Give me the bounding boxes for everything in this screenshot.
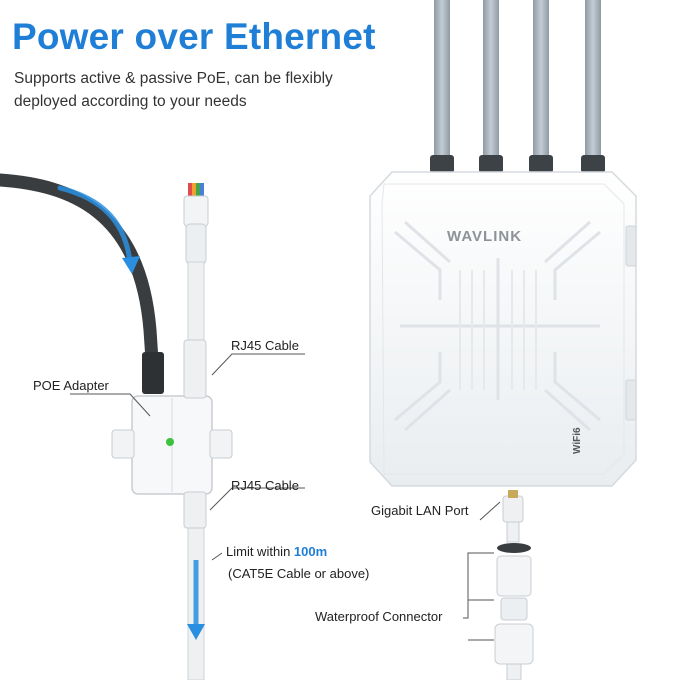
page-subtitle: Supports active & passive PoE, can be fl…: [14, 70, 333, 110]
dc-power-cable: [0, 173, 159, 367]
wifi6-badge: WiFi6: [572, 427, 583, 454]
leader-lines: [70, 353, 501, 641]
flow-arrow-dc: [57, 185, 133, 265]
cable-limit-value: 100m: [293, 544, 328, 559]
gigabit-lan-port-label: Gigabit LAN Port: [371, 503, 469, 518]
antenna-group: [430, 0, 605, 173]
waterproof-connector-assembly: [494, 490, 534, 680]
rj45-plug-top: [183, 183, 209, 265]
waterproof-connector-label: Waterproof Connector: [315, 609, 443, 624]
cable-limit-prefix: Limit within: [226, 544, 294, 559]
cable-limit-note: (CAT5E Cable or above): [228, 566, 370, 581]
rj45-cable-top-label: RJ45 Cable: [231, 338, 299, 353]
page-title: Power over Ethernet: [12, 16, 376, 57]
cable-limit-label: Limit within 100m: [226, 544, 327, 559]
access-point-body: [369, 171, 637, 487]
poe-adapter-label: POE Adapter: [33, 378, 109, 393]
power-led-icon: [166, 438, 174, 446]
brand-logo: WAVLINK: [447, 228, 523, 245]
rj45-cable-bottom-label: RJ45 Cable: [231, 478, 299, 493]
poe-adapter-device: [111, 339, 233, 529]
